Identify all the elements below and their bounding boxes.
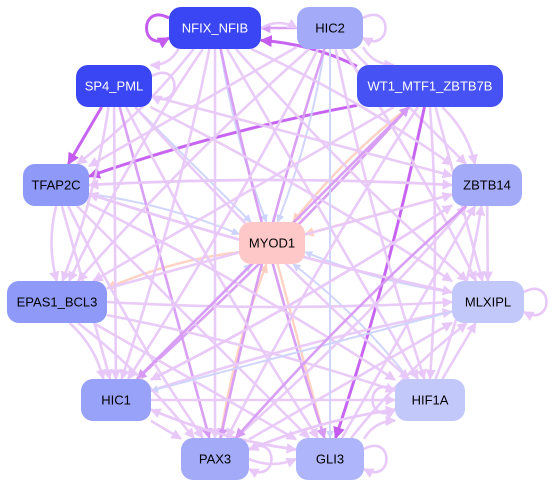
edge-mlxipl-to-hic1	[150, 310, 453, 393]
node-box	[81, 379, 151, 421]
node-hic2[interactable]: HIC2	[297, 7, 363, 49]
self-loop-hic2	[362, 13, 387, 47]
node-gli3[interactable]: GLI3	[296, 438, 364, 480]
edge-hic2-to-hic1	[127, 48, 320, 380]
node-label: MLXIPL	[465, 295, 511, 310]
edge-sp4_pml-to-hic1	[110, 106, 122, 381]
edge-pax3-to-zbtb14	[234, 205, 468, 439]
node-label: MYOD1	[249, 236, 295, 251]
edge-wt1_mtf1_zbtb7b-to-tfap2c	[87, 103, 358, 179]
edge-nfix_nfib-to-hic1	[119, 48, 211, 380]
node-zbtb14[interactable]: ZBTB14	[452, 164, 522, 206]
node-myod1[interactable]: MYOD1	[239, 222, 305, 264]
node-label: HIF1A	[412, 393, 449, 408]
edges-layer	[49, 18, 493, 468]
node-box	[169, 7, 261, 49]
node-box	[357, 65, 503, 107]
edge-pax3-to-gli3	[248, 457, 297, 468]
edge-nfix_nfib-to-epas1_bcl3	[67, 48, 204, 282]
node-hic1[interactable]: HIC1	[81, 379, 151, 421]
node-box	[23, 164, 89, 206]
edge-zbtb14-to-tfap2c	[87, 178, 453, 190]
edge-nfix_nfib-to-zbtb14	[250, 47, 453, 166]
edge-wt1_mtf1_zbtb7b-to-zbtb14	[441, 106, 478, 166]
edge-wt1_mtf1_zbtb7b-to-epas1_bcl3	[92, 105, 395, 283]
node-box	[181, 438, 249, 480]
edge-zbtb14-to-mlxipl	[482, 205, 493, 283]
self-loop-gli3	[363, 444, 388, 478]
self-loop-mlxipl	[523, 287, 548, 321]
edge-hic2-to-hif1a	[334, 48, 427, 380]
edge-zbtb14-to-pax3	[234, 205, 468, 439]
self-loop-pax3	[248, 444, 273, 478]
edge-tfap2c-to-epas1_bcl3	[49, 205, 60, 283]
edge-wt1_mtf1_zbtb7b-to-myod1	[292, 106, 410, 223]
edge-epas1_bcl3-to-gli3	[92, 321, 297, 441]
node-label: HIC1	[101, 393, 131, 408]
node-label: TFAP2C	[31, 178, 80, 193]
self-loop-sp4_pml	[151, 71, 176, 105]
edge-nfix_nfib-to-sp4_pml	[149, 48, 180, 71]
edge-hif1a-to-mlxipl	[441, 322, 477, 380]
self-loop-hif1a	[371, 385, 396, 419]
edge-pax3-to-mlxipl	[248, 321, 453, 441]
edge-epas1_bcl3-to-hif1a	[106, 313, 396, 393]
node-label: EPAS1_BCL3	[17, 295, 98, 310]
edge-hic2-to-epas1_bcl3	[76, 48, 310, 282]
node-tfap2c[interactable]: TFAP2C	[23, 164, 89, 206]
edge-tfap2c-to-pax3	[67, 205, 204, 439]
node-sp4_pml[interactable]: SP4_PML	[76, 65, 152, 107]
edge-hic2-to-tfap2c	[88, 45, 298, 168]
edge-gli3-to-hic1	[150, 408, 297, 451]
edge-wt1_mtf1_zbtb7b-to-hif1a	[425, 106, 437, 381]
node-box	[296, 438, 364, 480]
edge-sp4_pml-to-tfap2c	[67, 106, 103, 166]
node-label: WT1_MTF1_ZBTB7B	[368, 79, 493, 94]
edge-sp4_pml-to-gli3	[125, 106, 319, 439]
node-pax3[interactable]: PAX3	[181, 438, 249, 480]
self-loop-nfix_nfib	[145, 13, 171, 49]
node-label: SP4_PML	[85, 79, 144, 94]
edge-hic2-to-wt1_mtf1_zbtb7b	[361, 46, 395, 71]
node-box	[452, 281, 524, 323]
node-box	[395, 379, 465, 421]
node-label: GLI3	[316, 452, 344, 467]
self-loops-layer	[145, 13, 548, 478]
node-label: ZBTB14	[463, 178, 511, 193]
edge-myod1-to-epas1_bcl3	[106, 250, 240, 290]
node-box	[297, 7, 363, 49]
node-label: HIC2	[315, 21, 345, 36]
edge-nfix_nfib-to-hif1a	[225, 48, 420, 380]
node-box	[7, 281, 107, 323]
edge-epas1_bcl3-to-mlxipl	[106, 297, 454, 309]
edge-nfix_nfib-to-hic2	[260, 18, 298, 30]
edge-tfap2c-to-hif1a	[88, 202, 396, 381]
node-wt1_mtf1_zbtb7b[interactable]: WT1_MTF1_ZBTB7B	[357, 65, 503, 107]
edge-wt1_mtf1_zbtb7b-to-gli3	[333, 106, 426, 440]
node-hif1a[interactable]: HIF1A	[395, 379, 465, 421]
node-box	[239, 222, 305, 264]
node-box	[76, 65, 152, 107]
edge-zbtb14-to-hic1	[150, 204, 453, 381]
edge-gli3-to-hif1a	[362, 415, 397, 440]
node-label: NFIX_NFIB	[182, 21, 248, 36]
node-box	[452, 164, 522, 206]
node-nfix_nfib[interactable]: NFIX_NFIB	[169, 7, 261, 49]
node-epas1_bcl3[interactable]: EPAS1_BCL3	[7, 281, 107, 323]
edge-epas1_bcl3-to-hic1	[68, 322, 107, 381]
node-mlxipl[interactable]: MLXIPL	[452, 281, 524, 323]
node-label: PAX3	[199, 452, 231, 467]
edge-hic1-to-pax3	[150, 419, 182, 440]
edge-hif1a-to-myod1	[292, 263, 410, 380]
edge-hic1-to-mlxipl	[150, 308, 454, 393]
edge-wt1_mtf1_zbtb7b-to-pax3	[225, 106, 419, 439]
